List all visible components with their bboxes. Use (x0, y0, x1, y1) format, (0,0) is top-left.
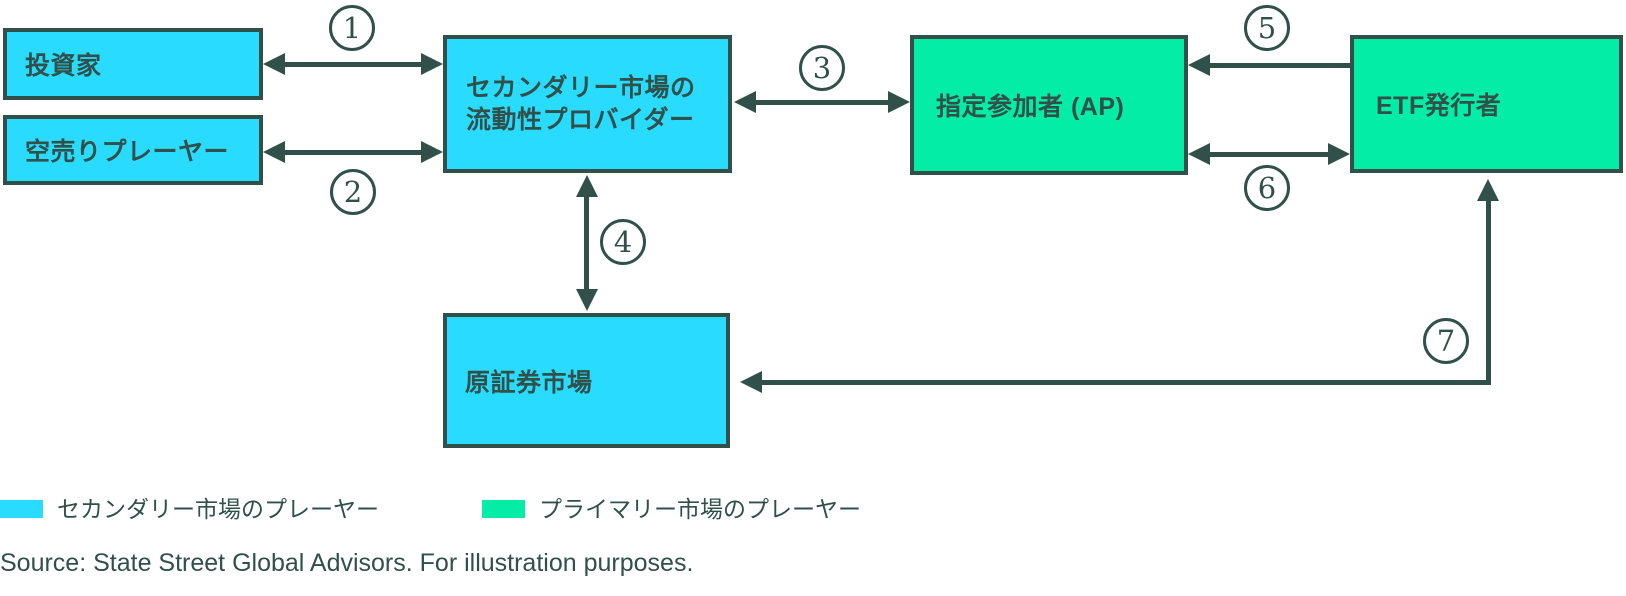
node-liquidity-provider-label: セカンダリー市場の 流動性プロバイダー (466, 72, 696, 136)
arrow-1-head-right (421, 53, 443, 75)
arrow-1-line (278, 62, 430, 67)
node-liquidity-provider-label-line1: セカンダリー市場の (466, 74, 696, 102)
arrow-7-horizontal-line (756, 380, 1491, 385)
arrow-5-line (1204, 63, 1350, 68)
node-underlying-market-label: 原証券市場 (465, 368, 593, 397)
arrow-3-head-right (888, 91, 910, 113)
arrow-6-line (1204, 152, 1334, 157)
arrow-3-head-left (734, 91, 756, 113)
arrow-2-line (278, 150, 430, 155)
legend-label-primary-market: プライマリー市場のプレーヤー (539, 496, 861, 522)
arrow-4-head-up (576, 175, 598, 197)
node-authorized-participant-label: 指定参加者 (AP) (936, 93, 1125, 121)
arrow-3-line (750, 100, 892, 105)
arrow-7-vertical-line (1486, 199, 1491, 385)
arrow-5-head-left (1188, 54, 1210, 76)
legend-swatch-secondary-market (0, 500, 43, 518)
arrow-4-head-down (576, 289, 598, 311)
flow-number-5: 5 (1244, 5, 1290, 51)
flow-number-3: 3 (799, 45, 845, 91)
arrow-6-head-left (1188, 143, 1210, 165)
node-liquidity-provider: セカンダリー市場の 流動性プロバイダー (443, 35, 732, 173)
flow-number-7: 7 (1423, 318, 1469, 364)
node-authorized-participant: 指定参加者 (AP) (910, 35, 1188, 175)
flow-number-1: 1 (329, 5, 375, 51)
flow-number-6: 6 (1244, 165, 1290, 211)
flow-number-2: 2 (330, 169, 376, 215)
node-liquidity-provider-label-line2: 流動性プロバイダー (466, 106, 695, 134)
node-underlying-market: 原証券市場 (443, 313, 730, 448)
arrow-4-line (584, 192, 589, 294)
arrow-2-head-left (263, 141, 285, 163)
node-short-seller-label: 空売りプレーヤー (25, 138, 230, 166)
arrow-7-head-up (1477, 179, 1499, 201)
node-investor-label: 投資家 (25, 52, 102, 80)
arrow-6-head-right (1328, 143, 1350, 165)
node-investor: 投資家 (3, 28, 263, 100)
source-note: Source: State Street Global Advisors. Fo… (0, 549, 694, 577)
arrow-7-head-left (740, 371, 762, 393)
legend-label-secondary-market: セカンダリー市場のプレーヤー (57, 496, 379, 522)
arrow-1-head-left (263, 53, 285, 75)
node-etf-issuer-label: ETF発行者 (1376, 92, 1502, 120)
node-etf-issuer: ETF発行者 (1350, 35, 1623, 173)
node-short-seller: 空売りプレーヤー (3, 115, 263, 185)
legend-swatch-primary-market (482, 500, 525, 518)
arrow-2-head-right (421, 141, 443, 163)
flow-number-4: 4 (600, 219, 646, 265)
